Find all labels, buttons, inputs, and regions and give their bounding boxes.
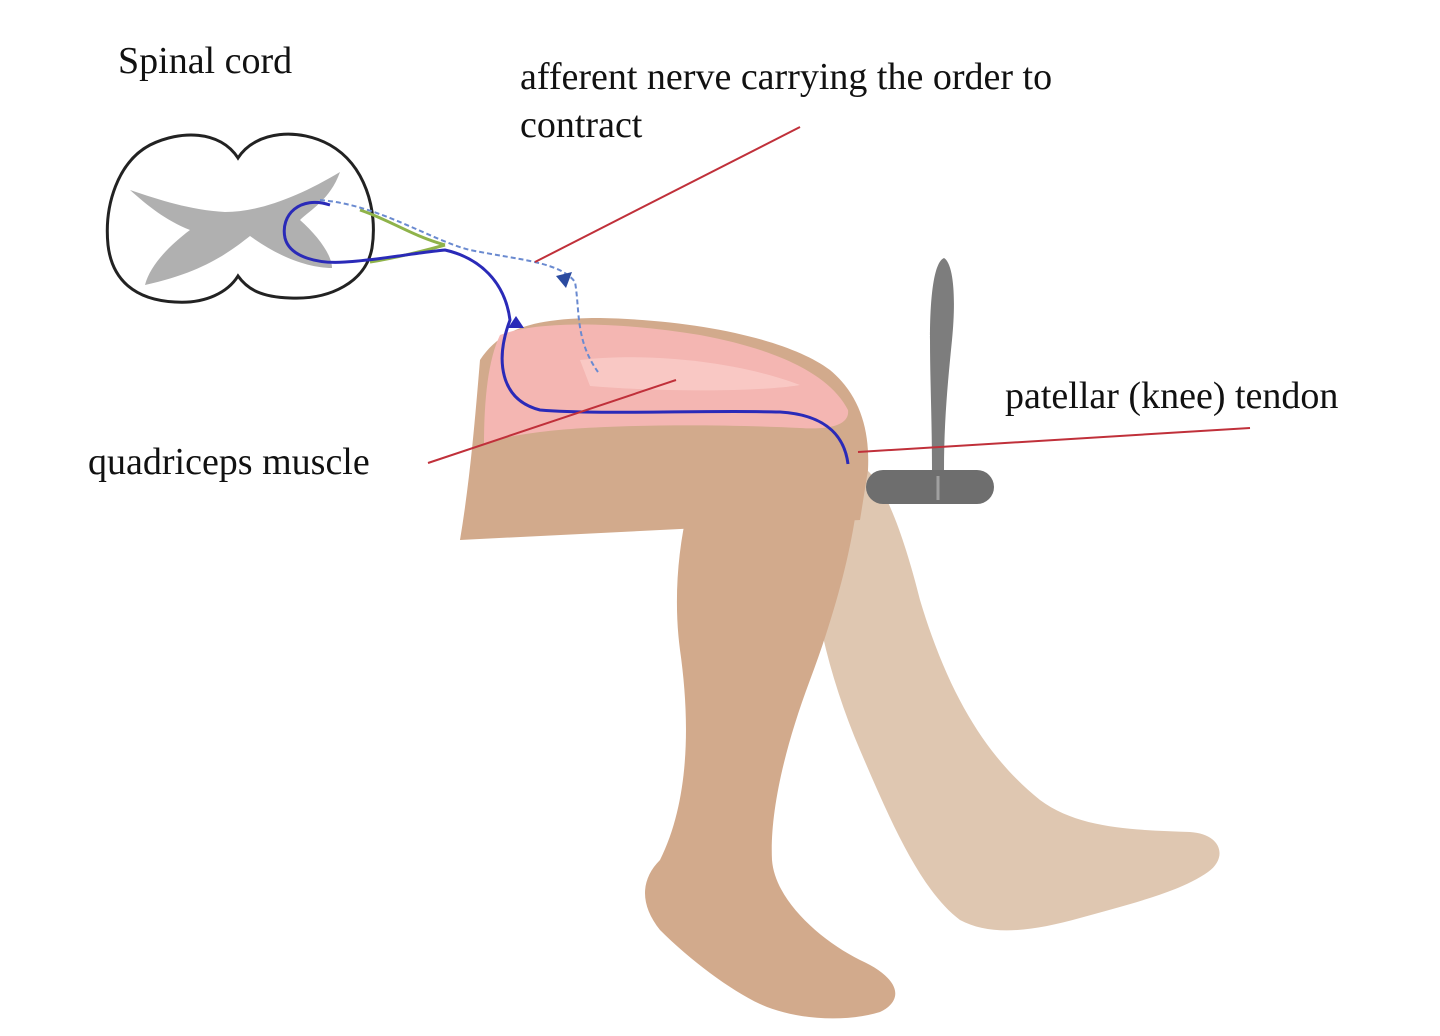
efferent-nerve (282, 200, 850, 465)
motion-line (787, 718, 903, 961)
afferent-leader-line (534, 126, 801, 263)
leader-lines (427, 126, 1251, 464)
arrow-up-icon (508, 316, 524, 328)
gray-matter (130, 172, 340, 285)
afferent-nerve-label: afferent nerve carrying the order to (520, 56, 1053, 98)
hammer-head (866, 470, 994, 504)
quadriceps-muscle-label: quadriceps muscle (88, 441, 370, 483)
quadriceps-highlight (580, 357, 800, 391)
afferent-nerve-label-continued: contract (520, 104, 643, 146)
lower-leg-shape (645, 460, 896, 1019)
spinal-cord-section (105, 132, 375, 304)
spinal-cord-label: Spinal cord (118, 40, 293, 82)
quadriceps-leader-line (427, 379, 677, 464)
motion-line (797, 697, 933, 941)
patellar-tendon-label: patellar (knee) tendon (1005, 375, 1339, 417)
arrow-down-icon (556, 272, 572, 288)
green-root (359, 208, 446, 247)
nerve-pathway (282, 199, 850, 465)
patellar-leader-line (857, 427, 1251, 453)
hammer-handle (930, 258, 954, 470)
extended-leg (787, 463, 1220, 961)
extended-leg-shape (811, 463, 1220, 931)
afferent-nerve (319, 199, 599, 373)
reflex-hammer (866, 258, 994, 504)
